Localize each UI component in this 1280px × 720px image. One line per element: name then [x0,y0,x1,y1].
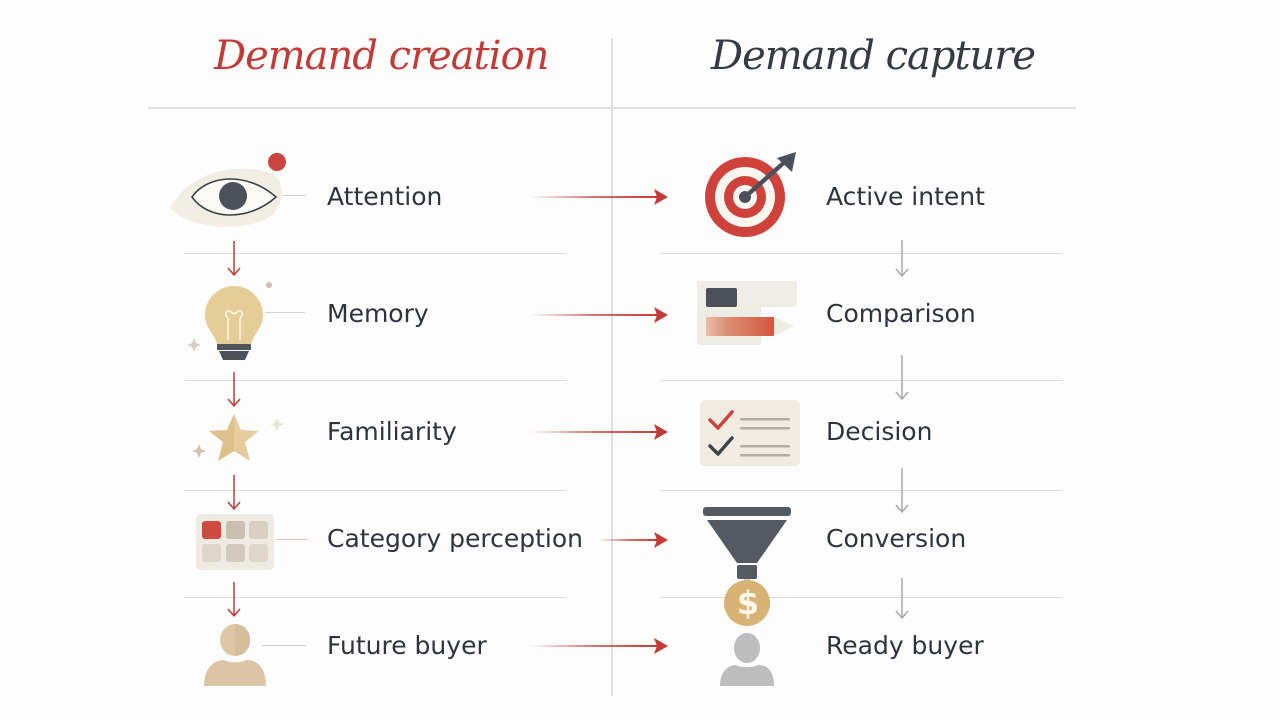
target-icon [700,150,800,240]
stage-label-memory: Memory [327,299,429,328]
down-arrow-icon [895,468,909,514]
stage-label-comparison: Comparison [826,299,976,328]
stage-label-decision: Decision [826,417,933,446]
person-icon [202,622,272,688]
icon-connector [277,539,307,540]
row-divider-left [185,380,566,381]
row-divider-left [185,490,566,491]
row-divider-right [660,380,1062,381]
demand-creation-title: Demand creation [214,33,549,79]
category-grid-icon [196,514,276,572]
row-divider-right [660,253,1062,254]
stage-label-conversion: Conversion [826,524,967,553]
funnel-icon [703,507,793,632]
down-arrow-icon [227,475,241,511]
stage-label-attention: Attention [327,182,443,211]
right-arrow-icon [530,638,668,654]
stage-label-category-perception: Category perception [327,524,584,553]
icon-connector [282,195,306,196]
down-arrow-icon [895,578,909,620]
down-arrow-icon [227,241,241,277]
checklist-icon [700,400,802,468]
stage-label-active-intent: Active intent [826,182,985,211]
down-arrow-icon [227,582,241,618]
right-arrow-icon [530,189,668,205]
dollar-coin-icon: $ [736,584,760,622]
right-arrow-icon [598,532,668,548]
row-divider-left [185,253,566,254]
down-arrow-icon [895,240,909,278]
icon-connector [262,645,306,646]
right-arrow-icon [530,424,668,440]
comparison-bars-icon [697,281,801,349]
down-arrow-icon [895,355,909,401]
star-icon [190,410,290,470]
right-arrow-icon [530,307,668,323]
stage-label-future-buyer: Future buyer [327,631,487,660]
column-divider [611,38,613,696]
lightbulb-icon [185,280,275,370]
eye-icon [168,150,298,230]
icon-connector [265,312,305,313]
row-divider-right [660,597,1062,598]
stage-label-familiarity: Familiarity [327,417,457,446]
row-divider-right [660,490,1062,491]
stage-label-ready-buyer: Ready buyer [826,631,984,660]
row-divider-left [185,597,566,598]
demand-capture-title: Demand capture [711,33,1036,79]
down-arrow-icon [227,372,241,408]
person-dollar-icon [718,632,778,688]
